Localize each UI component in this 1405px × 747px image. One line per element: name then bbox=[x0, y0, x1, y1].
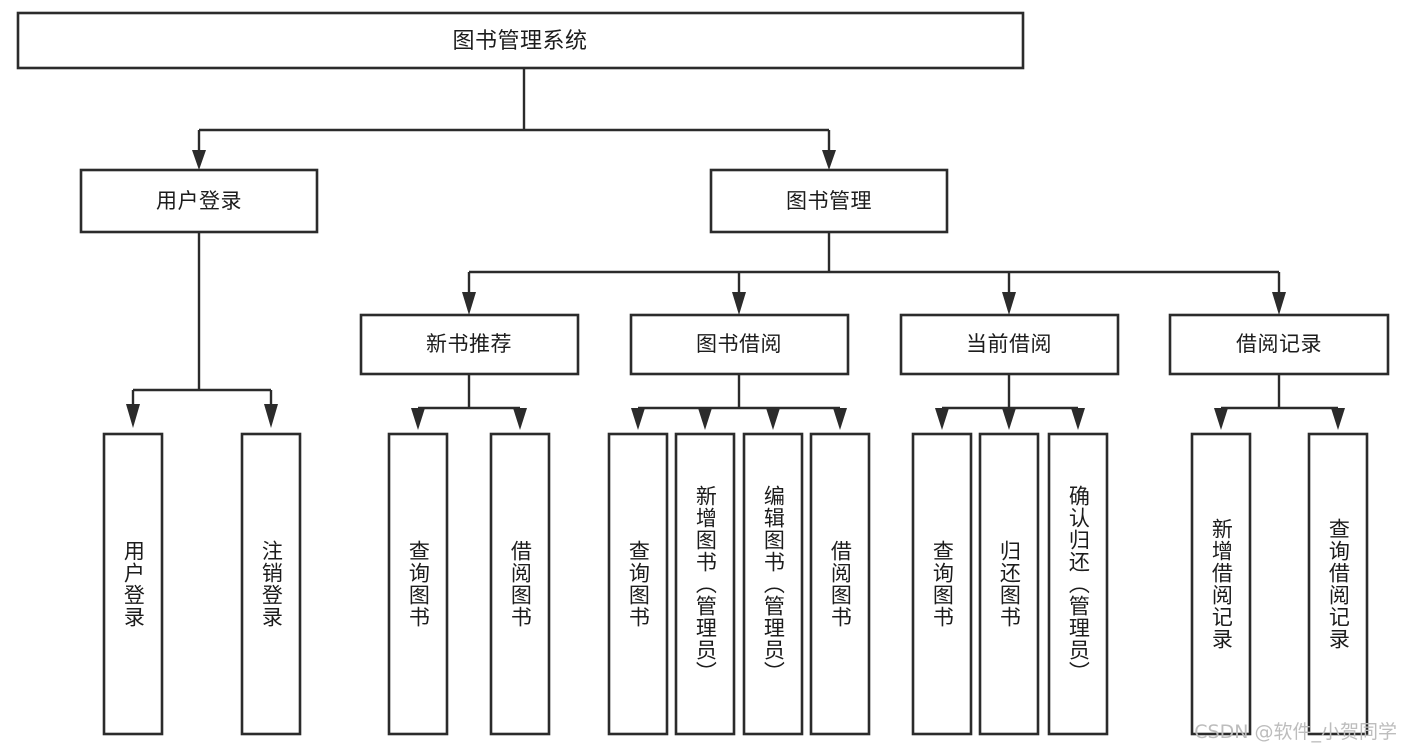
node-layer: 图书管理系统 用户登录 图书管理 新书推荐 图书借阅 当前借阅 借阅记录 bbox=[16, 11, 1390, 736]
node-borrow-record[interactable] bbox=[1168, 313, 1390, 376]
node-leaf-borrow-book-2[interactable] bbox=[809, 432, 871, 736]
node-leaf-logout-login[interactable] bbox=[240, 432, 302, 736]
arrow-to-book-manage bbox=[822, 150, 836, 170]
arrow-to-user-login bbox=[192, 150, 206, 170]
node-leaf-add-book[interactable] bbox=[674, 432, 736, 736]
node-leaf-return-book[interactable] bbox=[978, 432, 1040, 736]
arrow-leaf-user-login bbox=[126, 404, 140, 428]
arrow-leaf-add-record bbox=[1214, 408, 1228, 430]
arrow-to-current-borrow bbox=[1002, 292, 1016, 315]
arrow-leaf-query-record bbox=[1331, 408, 1345, 430]
node-new-book-recommend-label: 新书推荐 bbox=[426, 332, 512, 356]
arrow-leaf-edit-book bbox=[766, 408, 780, 430]
arrow-leaf-borrow-book-1 bbox=[513, 408, 527, 430]
node-leaf-add-record[interactable] bbox=[1190, 432, 1252, 736]
node-leaf-edit-book[interactable] bbox=[742, 432, 804, 736]
node-leaf-query-book-1[interactable] bbox=[387, 432, 449, 736]
node-book-borrow[interactable] bbox=[629, 313, 850, 376]
arrow-leaf-logout-login bbox=[264, 404, 278, 428]
arrow-leaf-confirm-return bbox=[1071, 408, 1085, 430]
arrow-to-borrow-record bbox=[1272, 292, 1286, 315]
node-book-manage-label: 图书管理 bbox=[786, 189, 872, 213]
node-current-borrow-label: 当前借阅 bbox=[966, 332, 1052, 356]
arrow-leaf-borrow-book-2 bbox=[833, 408, 847, 430]
node-user-login-label: 用户登录 bbox=[156, 189, 242, 213]
node-borrow-record-label: 借阅记录 bbox=[1236, 332, 1322, 356]
node-leaf-query-book-3[interactable] bbox=[911, 432, 973, 736]
node-leaf-confirm-return[interactable] bbox=[1047, 432, 1109, 736]
node-root[interactable] bbox=[16, 11, 1025, 70]
node-leaf-query-record[interactable] bbox=[1307, 432, 1369, 736]
connector-layer bbox=[126, 68, 1345, 430]
arrow-leaf-return-book bbox=[1002, 408, 1016, 430]
node-leaf-borrow-book-1[interactable] bbox=[489, 432, 551, 736]
node-user-login[interactable] bbox=[79, 168, 319, 234]
arrow-to-new-book-recommend bbox=[462, 292, 476, 315]
node-root-label: 图书管理系统 bbox=[452, 29, 587, 54]
arrow-to-book-borrow bbox=[732, 292, 746, 315]
node-book-borrow-label: 图书借阅 bbox=[696, 332, 782, 356]
node-current-borrow[interactable] bbox=[899, 313, 1120, 376]
node-leaf-query-book-2[interactable] bbox=[607, 432, 669, 736]
arrow-leaf-query-book-2 bbox=[631, 408, 645, 430]
node-new-book-recommend[interactable] bbox=[359, 313, 580, 376]
node-book-manage[interactable] bbox=[709, 168, 949, 234]
arrow-leaf-query-book-3 bbox=[935, 408, 949, 430]
csdn-watermark: CSDN @软件_小贺同学 bbox=[1194, 721, 1397, 743]
arrow-leaf-query-book-1 bbox=[411, 408, 425, 430]
arrow-leaf-add-book bbox=[698, 408, 712, 430]
node-leaf-user-login[interactable] bbox=[102, 432, 164, 736]
